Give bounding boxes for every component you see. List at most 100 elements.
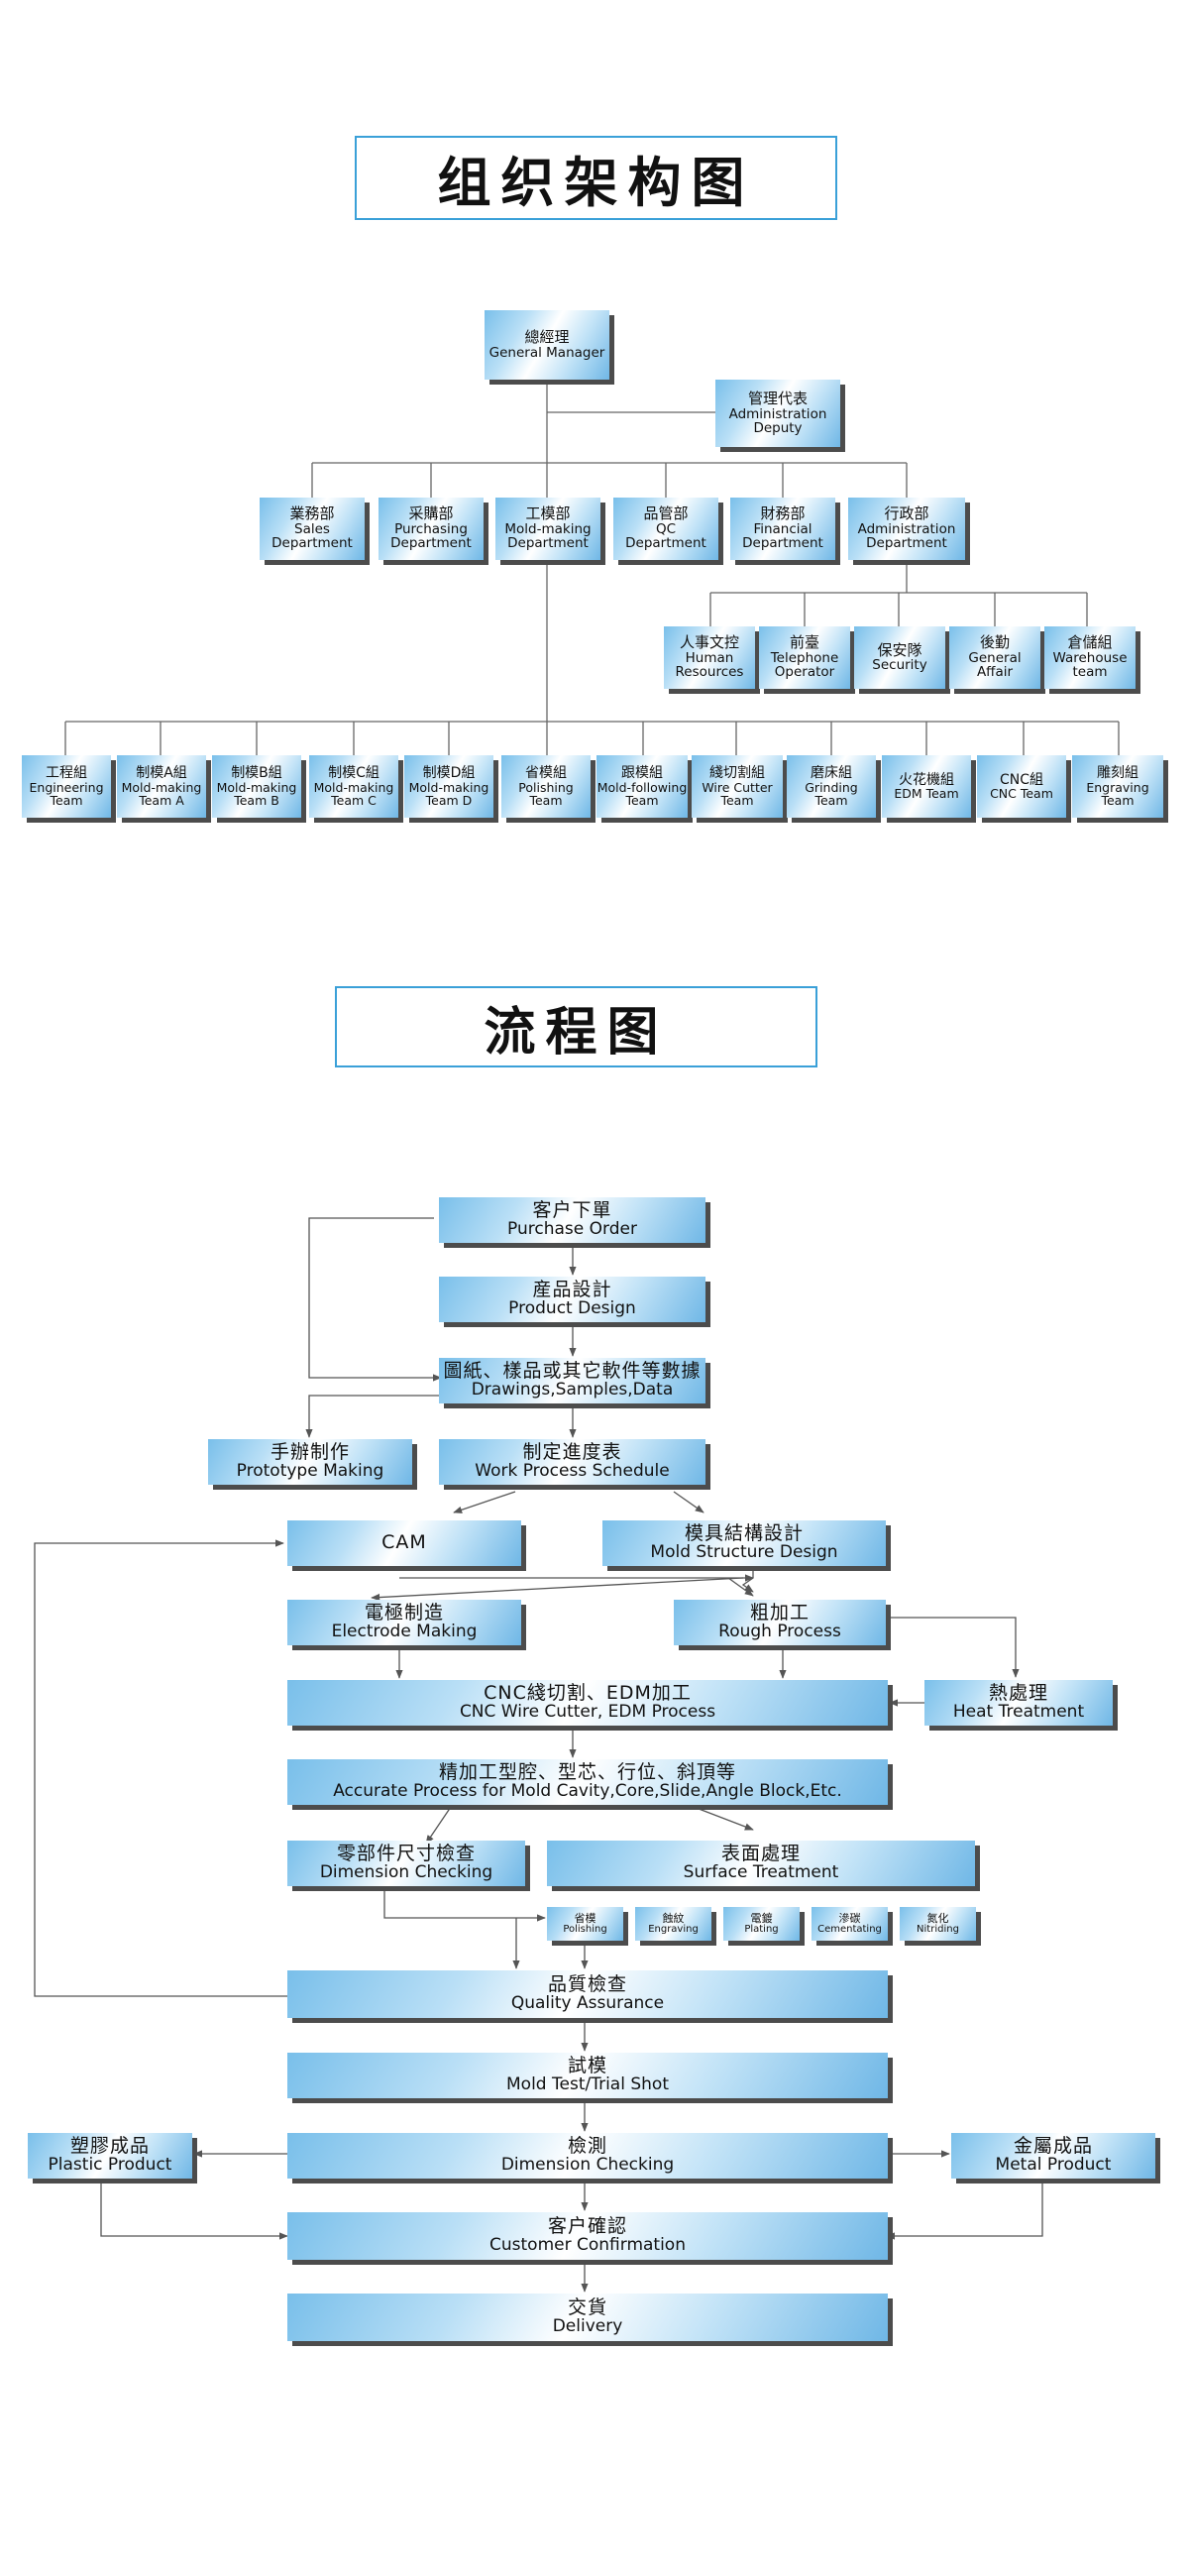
node-en-label: Plating bbox=[744, 1923, 779, 1935]
org-admin-unit: 人事文控 Human Resources bbox=[664, 626, 755, 689]
node-en-label: Human Resources bbox=[675, 650, 744, 681]
flow-dimension-checking: 檢測 Dimension Checking bbox=[287, 2133, 888, 2179]
node-en-label: Grinding Team bbox=[805, 779, 858, 808]
flow-accurate-process: 精加工型腔、型芯、行位、斜頂等 Accurate Process for Mol… bbox=[287, 1759, 888, 1805]
flow-surface-item: 滲碳 Cementating bbox=[812, 1907, 888, 1941]
flow-heat-treatment: 熱處理 Heat Treatment bbox=[924, 1680, 1113, 1726]
flow-surface-treatment: 表面處理 Surface Treatment bbox=[547, 1841, 975, 1886]
node-zh-label: 檢測 bbox=[567, 2135, 607, 2158]
org-department: 業務部 Sales Department bbox=[260, 498, 365, 560]
node-zh-label: 跟模組 bbox=[621, 765, 663, 782]
node-en-label: Plastic Product bbox=[48, 2155, 172, 2176]
flow-surface-item: 蝕紋 Engraving bbox=[635, 1907, 711, 1941]
node-en-label: QC Department bbox=[625, 521, 706, 552]
node-en-label: Polishing bbox=[563, 1923, 607, 1935]
node-zh-label: 制模B組 bbox=[231, 765, 282, 782]
node-en-label: Wire Cutter Team bbox=[702, 779, 773, 808]
org-admin-unit: 保安隊 Security bbox=[854, 626, 945, 689]
node-en-label: Sales Department bbox=[271, 521, 353, 552]
node-zh-label: 財務部 bbox=[760, 504, 806, 523]
node-zh-label: 工模部 bbox=[525, 504, 571, 523]
node-en-label: Mold-making Team D bbox=[408, 779, 489, 808]
node-en-label: EDM Team bbox=[894, 786, 959, 802]
node-en-label: Accurate Process for Mold Cavity,Core,Sl… bbox=[333, 1781, 842, 1802]
org-team: 火花機組 EDM Team bbox=[882, 755, 971, 818]
node-zh-label: 金屬成品 bbox=[1013, 2135, 1093, 2158]
node-en-label: Purchasing Department bbox=[390, 521, 472, 552]
org-department: 工模部 Mold-making Department bbox=[495, 498, 600, 560]
node-zh-label: 模具結構設計 bbox=[684, 1522, 804, 1545]
node-zh-label: 産品設計 bbox=[532, 1279, 612, 1301]
node-en-label: Rough Process bbox=[718, 1622, 841, 1642]
node-en-label: Engraving bbox=[648, 1923, 699, 1935]
org-team: 制模D組 Mold-making Team D bbox=[404, 755, 493, 818]
flow-mold-structure-design: 模具結構設計 Mold Structure Design bbox=[602, 1520, 886, 1566]
flow-surface-item: 氮化 Nitriding bbox=[900, 1907, 976, 1941]
flow-cnc-edm: CNC綫切割、EDM加工 CNC Wire Cutter, EDM Proces… bbox=[287, 1680, 888, 1726]
node-zh-label: 圖紙、樣品或其它軟件等數據 bbox=[443, 1360, 702, 1383]
node-en-label: Surface Treatment bbox=[683, 1862, 839, 1883]
node-zh-label: 制模D組 bbox=[422, 765, 476, 782]
flow-customer-confirmation: 客户確認 Customer Confirmation bbox=[287, 2212, 888, 2260]
node-zh-label: 火花機組 bbox=[899, 771, 954, 788]
node-en-label: Warehouse team bbox=[1052, 650, 1128, 681]
flow-work-schedule: 制定進度表 Work Process Schedule bbox=[439, 1439, 705, 1485]
org-department: 行政部 Administration Department bbox=[848, 498, 965, 560]
node-zh-label: CNC綫切割、EDM加工 bbox=[484, 1682, 692, 1705]
flow-delivery: 交貨 Delivery bbox=[287, 2294, 888, 2341]
org-general-manager: 總經理 General Manager bbox=[485, 310, 609, 380]
node-zh-label: 采購部 bbox=[408, 504, 454, 523]
flow-mold-test: 試模 Mold Test/Trial Shot bbox=[287, 2053, 888, 2098]
node-en-label: Customer Confirmation bbox=[489, 2235, 686, 2256]
node-en-label: Prototype Making bbox=[236, 1461, 384, 1482]
org-chart-title: 组织架构图 bbox=[355, 136, 837, 220]
org-admin-unit: 後勤 General Affair bbox=[949, 626, 1040, 689]
flow-cam: CAM bbox=[287, 1520, 521, 1566]
node-zh-label: 熱處理 bbox=[988, 1682, 1048, 1705]
node-zh-label: 後勤 bbox=[979, 633, 1010, 652]
flow-quality-assurance: 品質檢查 Quality Assurance bbox=[287, 1970, 888, 2018]
node-en-label: Mold-making Team A bbox=[121, 779, 202, 808]
org-team: 制模C組 Mold-making Team C bbox=[309, 755, 398, 818]
node-en-label: Security bbox=[872, 657, 927, 674]
node-en-label: Drawings,Samples,Data bbox=[471, 1380, 674, 1400]
node-zh-label: 雕刻組 bbox=[1097, 765, 1138, 782]
node-zh-label: 制模A組 bbox=[136, 765, 187, 782]
node-en-label: Quality Assurance bbox=[510, 1993, 665, 2014]
node-zh-label: 管理代表 bbox=[747, 389, 808, 407]
org-team: 制模A組 Mold-making Team A bbox=[117, 755, 206, 818]
node-en-label: CNC Team bbox=[990, 786, 1053, 802]
flow-chart-title: 流程图 bbox=[335, 986, 817, 1067]
node-zh-label: 省模 bbox=[574, 1911, 596, 1925]
org-team: CNC組 CNC Team bbox=[977, 755, 1066, 818]
node-en-label: Engineering Team bbox=[29, 779, 104, 808]
node-zh-label: 塑膠成品 bbox=[69, 2135, 150, 2158]
node-en-label: Mold-making Team B bbox=[216, 779, 297, 808]
node-zh-label: 行政部 bbox=[884, 504, 929, 523]
flow-plastic-product: 塑膠成品 Plastic Product bbox=[28, 2133, 192, 2179]
node-zh-label: 綫切割組 bbox=[709, 765, 765, 782]
flow-surface-item: 電鍍 Plating bbox=[723, 1907, 800, 1941]
node-en-label: Administration Deputy bbox=[728, 405, 827, 436]
node-en-label: Telephone Operator bbox=[770, 650, 839, 681]
node-zh-label: 蝕紋 bbox=[662, 1911, 685, 1925]
org-team: 工程組 Engineering Team bbox=[22, 755, 111, 818]
node-zh-label: 粗加工 bbox=[749, 1602, 810, 1624]
org-team: 制模B組 Mold-making Team B bbox=[212, 755, 301, 818]
node-zh-label: 制模C組 bbox=[328, 765, 379, 782]
node-zh-label: 客户確認 bbox=[547, 2215, 627, 2238]
node-zh-label: 品質檢查 bbox=[547, 1973, 627, 1996]
node-zh-label: 總經理 bbox=[524, 328, 570, 347]
node-en-label: Mold Test/Trial Shot bbox=[506, 2074, 669, 2095]
node-zh-label: 倉儲組 bbox=[1067, 633, 1113, 652]
node-en-label: Purchase Order bbox=[507, 1219, 637, 1240]
node-en-label: Electrode Making bbox=[331, 1622, 478, 1642]
node-zh-label: 手辦制作 bbox=[270, 1441, 350, 1464]
flow-drawings-data: 圖紙、樣品或其它軟件等數據 Drawings,Samples,Data bbox=[439, 1358, 705, 1403]
node-en-label: Financial Department bbox=[742, 521, 823, 552]
org-department: 財務部 Financial Department bbox=[730, 498, 835, 560]
node-zh-label: 工程組 bbox=[46, 765, 87, 782]
node-zh-label: 電極制造 bbox=[364, 1602, 444, 1624]
org-team: 磨床組 Grinding Team bbox=[787, 755, 876, 818]
